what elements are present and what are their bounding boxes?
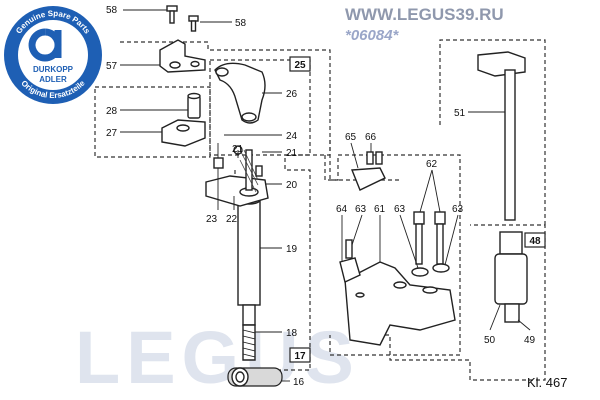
logo-brand-line2: ADLER bbox=[39, 75, 67, 84]
callout-65: 65 bbox=[345, 132, 357, 143]
sheet-label: Kl. 467 bbox=[527, 375, 567, 390]
part-63-washers bbox=[411, 263, 450, 277]
leader-lines bbox=[120, 9, 531, 382]
part-28-pin bbox=[187, 92, 201, 119]
part-64-plate bbox=[339, 239, 361, 283]
callout-63-a: 63 bbox=[355, 204, 367, 215]
callout-18: 18 bbox=[286, 328, 298, 339]
group-box-48 bbox=[524, 232, 546, 248]
group-label-48: 48 bbox=[529, 236, 541, 247]
callout-16: 16 bbox=[293, 377, 305, 388]
callout-20: 20 bbox=[286, 180, 298, 191]
callout-21-b: 21 bbox=[286, 148, 298, 159]
part-19-needle-bar bbox=[237, 195, 261, 326]
article-code: *06084* bbox=[345, 27, 400, 44]
callout-51: 51 bbox=[454, 108, 466, 119]
callout-21-a: 21 bbox=[232, 144, 244, 155]
group-outline-27-28 bbox=[94, 86, 211, 158]
watermark-url: WWW.LEGUS39.RU bbox=[345, 5, 504, 24]
part-48-threaded-cylinder bbox=[494, 231, 528, 323]
callout-63-b: 63 bbox=[394, 204, 406, 215]
group-outline-48 bbox=[350, 224, 546, 381]
group-outline-right-lower bbox=[324, 154, 461, 356]
duerkopp-adler-logo: DURKOPP ADLER Genuine Spare Parts Origin… bbox=[4, 6, 102, 104]
callout-27: 27 bbox=[106, 128, 118, 139]
part-51-support bbox=[477, 51, 526, 221]
callout-50: 50 bbox=[484, 335, 496, 346]
callout-49: 49 bbox=[524, 335, 536, 346]
part-58-screw-a bbox=[166, 5, 178, 24]
logo-brand-line1: DURKOPP bbox=[33, 65, 74, 74]
part-57-bracket bbox=[159, 39, 206, 73]
part-62-bolt-a bbox=[413, 211, 425, 265]
callout-57: 57 bbox=[106, 61, 118, 72]
part-18-spring bbox=[242, 324, 256, 361]
callout-24: 24 bbox=[286, 131, 298, 142]
callout-22: 22 bbox=[226, 214, 238, 225]
group-box-25 bbox=[289, 56, 311, 72]
part-21-thread-guide bbox=[239, 149, 263, 193]
callout-61: 61 bbox=[374, 204, 386, 215]
part-65-bracket bbox=[350, 167, 386, 191]
callout-58-a: 58 bbox=[106, 5, 118, 16]
group-label-25: 25 bbox=[294, 60, 306, 71]
callout-64: 64 bbox=[336, 204, 348, 215]
callout-63-c: 63 bbox=[452, 204, 464, 215]
callout-58-b: 58 bbox=[235, 18, 247, 29]
part-61-base bbox=[344, 261, 456, 346]
part-27-block bbox=[161, 119, 206, 147]
group-outline-26 bbox=[209, 59, 311, 156]
callout-23: 23 bbox=[206, 214, 218, 225]
callout-62: 62 bbox=[426, 159, 438, 170]
group-outline-51 bbox=[439, 39, 546, 225]
group-label-17: 17 bbox=[294, 351, 306, 362]
callout-19: 19 bbox=[286, 244, 298, 255]
part-62-bolt-b bbox=[434, 211, 446, 265]
callout-66: 66 bbox=[365, 132, 377, 143]
watermark-large: LEGUS bbox=[75, 316, 360, 399]
part-58-screw-b bbox=[188, 15, 199, 32]
callout-26: 26 bbox=[286, 89, 298, 100]
callout-28: 28 bbox=[106, 106, 118, 117]
part-66-screws bbox=[366, 151, 383, 165]
part-26-arm bbox=[214, 62, 266, 124]
part-24-screw bbox=[213, 143, 243, 169]
group-box-17 bbox=[289, 347, 311, 363]
part-16-bearing bbox=[227, 367, 283, 387]
